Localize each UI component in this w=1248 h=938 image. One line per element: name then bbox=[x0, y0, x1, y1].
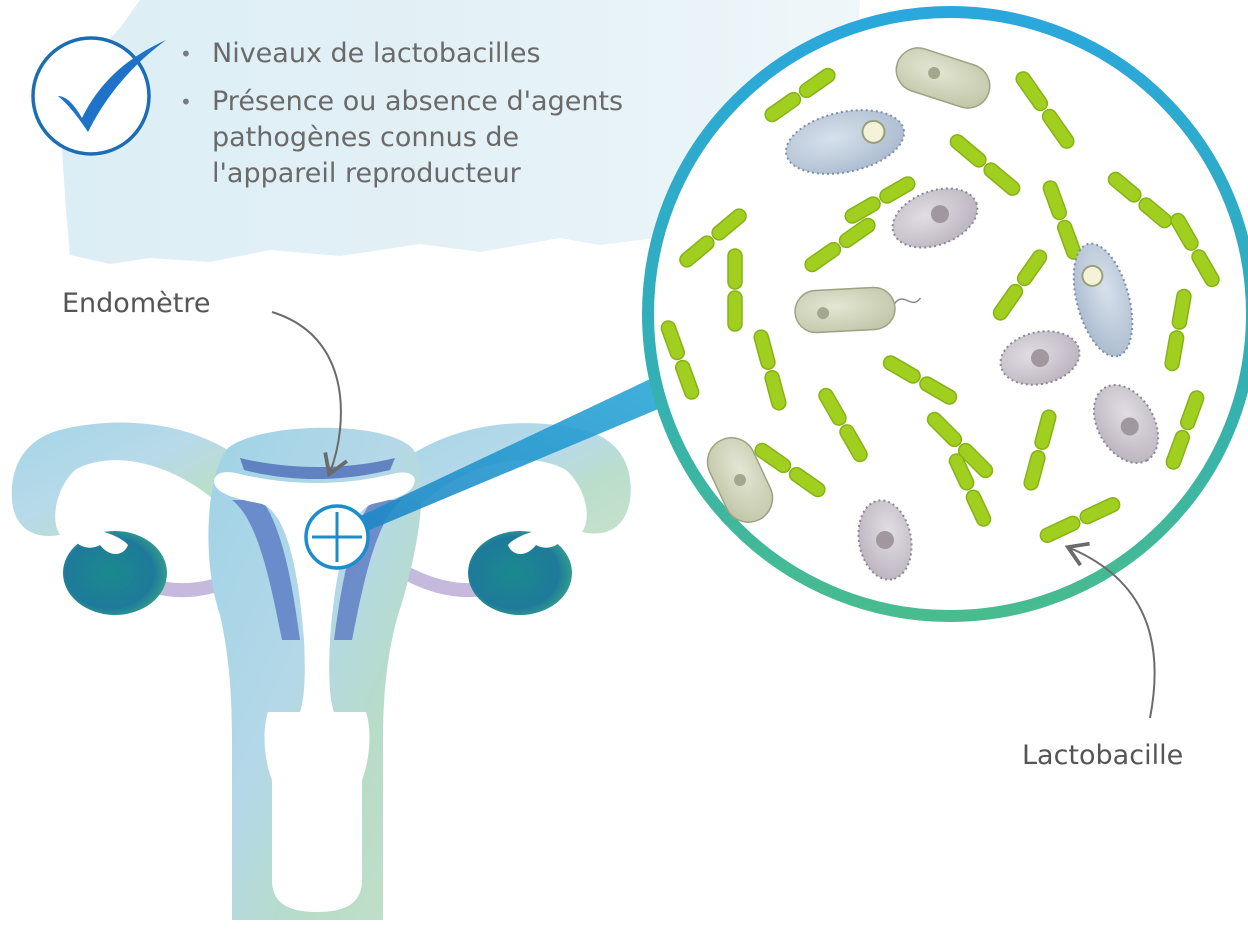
lactobacillus-label: Lactobacille bbox=[1022, 740, 1183, 771]
uterus-illustration bbox=[12, 423, 631, 920]
endometrium-label: Endomètre bbox=[62, 288, 210, 319]
checklist: Niveaux de lactobacilles Présence ou abs… bbox=[180, 36, 623, 204]
checklist-item-pathogens: Présence ou absence d'agents pathogènes … bbox=[180, 84, 623, 192]
right-fallopian-tube bbox=[390, 423, 631, 533]
checklist-item-lactobacilli-levels: Niveaux de lactobacilles bbox=[180, 36, 623, 72]
plus-circle-icon bbox=[306, 506, 368, 568]
microbiome-magnified-view bbox=[648, 12, 1248, 616]
